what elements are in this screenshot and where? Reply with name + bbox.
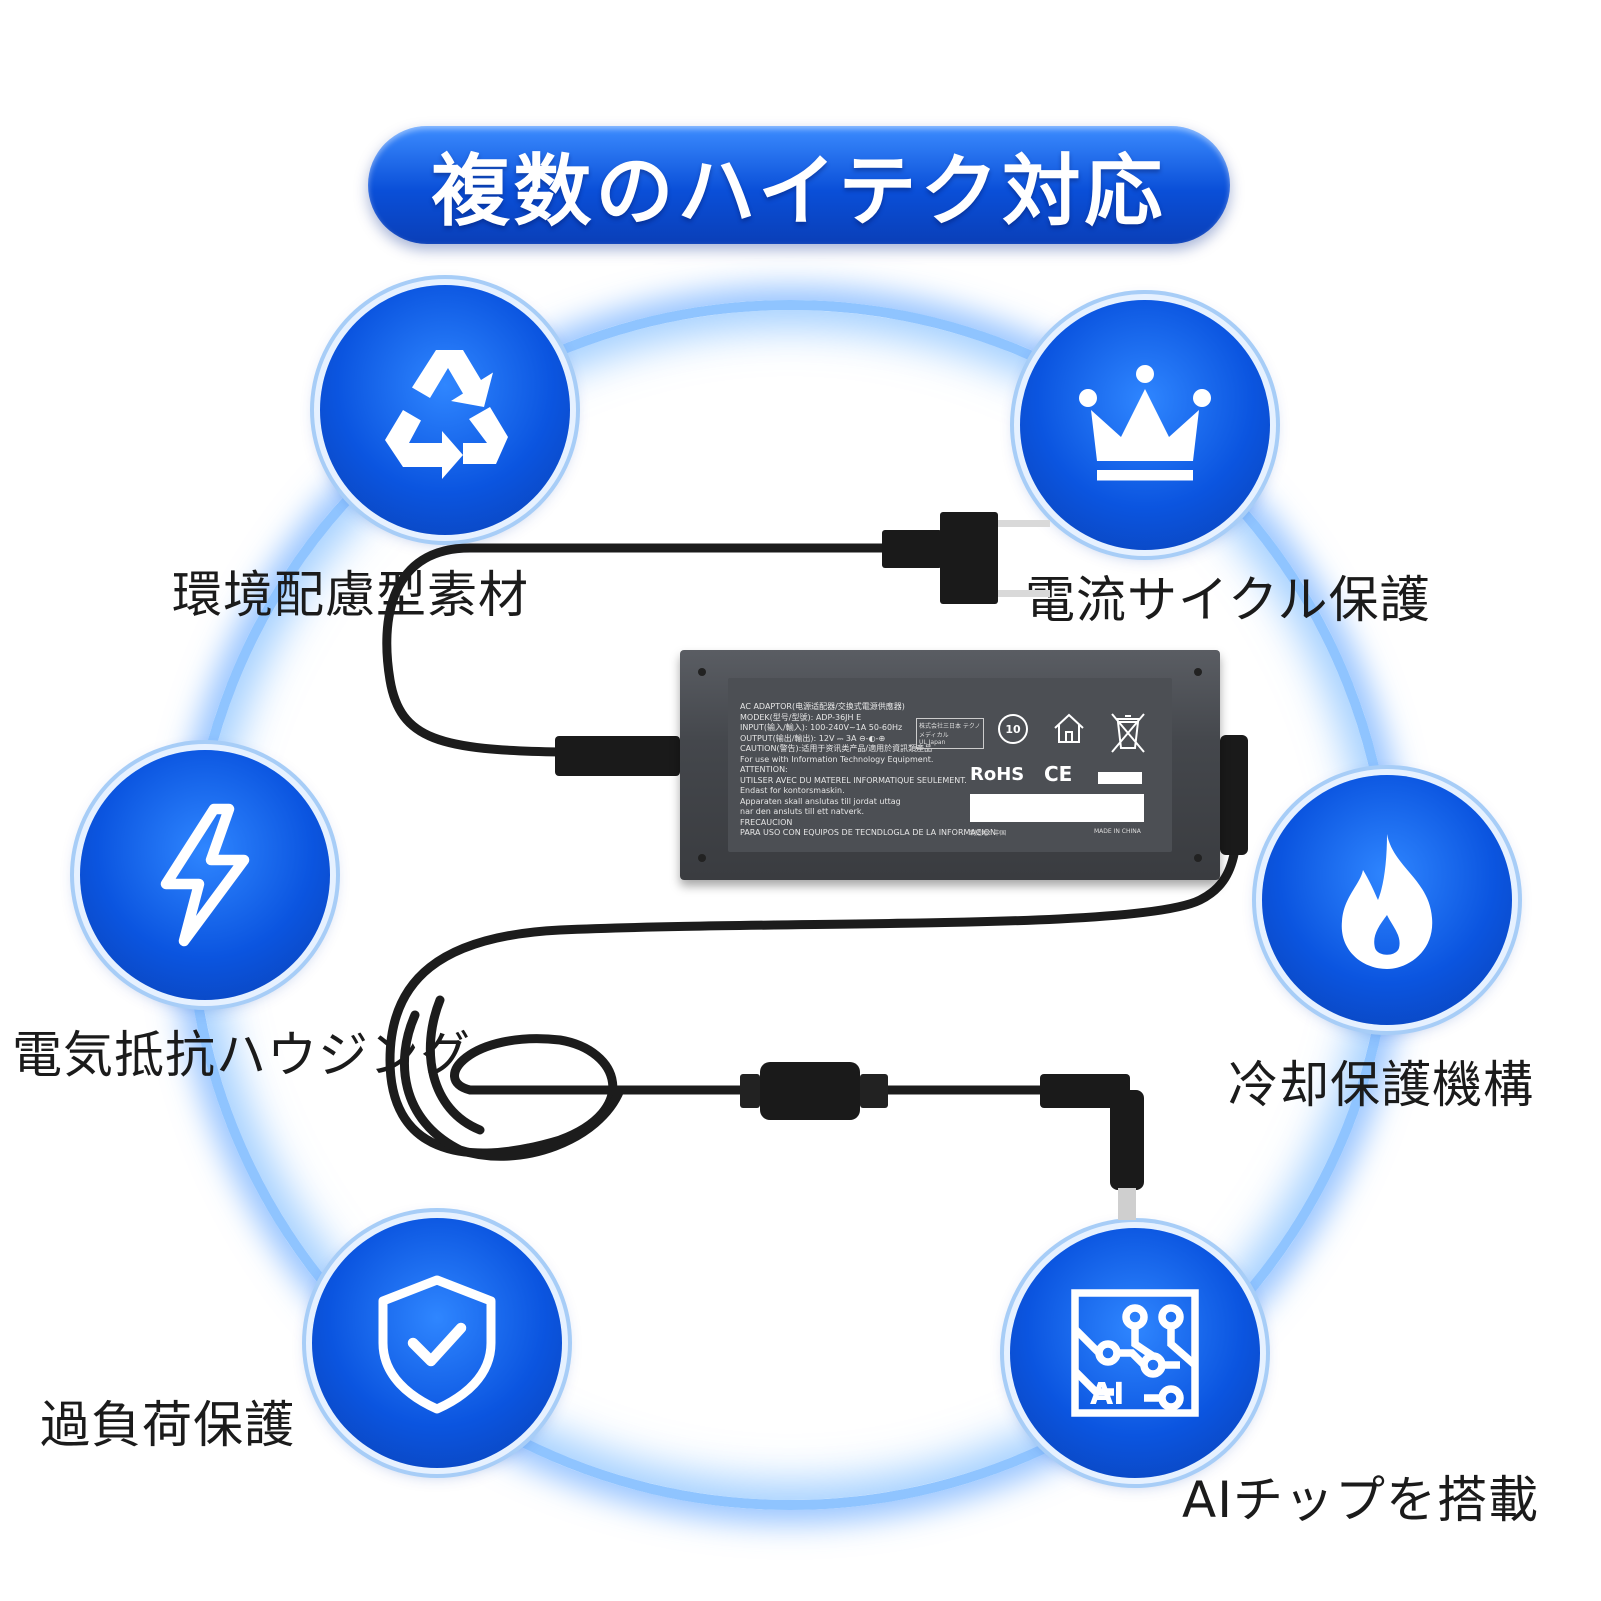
spec-label-plate <box>728 678 1172 852</box>
feature-badge-current <box>1020 300 1270 550</box>
lightning-bolt-icon <box>160 803 250 947</box>
label-box-small <box>1098 772 1142 784</box>
feature-badge-cooling <box>1262 775 1512 1025</box>
feature-badge-eco <box>320 285 570 535</box>
ac-adapter: AC ADAPTOR(电源适配器/交换式電源供應器) MODEK(型号/型號):… <box>680 650 1220 880</box>
recycle-years-mark: 10 <box>998 714 1028 744</box>
feature-label-overload: 過負荷保護 <box>40 1396 295 1454</box>
page-title: 複数のハイテク対応 <box>431 147 1167 237</box>
title-banner: 複数のハイテク対応 <box>368 126 1230 244</box>
flame-icon <box>1341 834 1433 969</box>
feature-label-eco: 環境配慮型素材 <box>172 566 529 624</box>
indoor-use-icon <box>1054 713 1084 743</box>
ferrite-core <box>760 1062 860 1120</box>
rohs-mark: RoHS <box>970 764 1025 785</box>
origin-cn: 制造地：中国 <box>970 830 1007 837</box>
label-box-large <box>970 794 1144 822</box>
recycle-icon <box>385 350 508 479</box>
feature-label-cooling: 冷却保護機構 <box>1228 1056 1534 1114</box>
crown-icon <box>1079 365 1211 481</box>
shield-check-icon <box>378 1275 496 1414</box>
feature-label-ai: AIチップを搭載 <box>1182 1471 1539 1529</box>
ac-plug <box>882 512 1050 604</box>
ai-chip-icon: AI <box>1071 1289 1199 1417</box>
feature-badge-overload <box>312 1218 562 1468</box>
ce-mark: CE <box>1044 762 1073 786</box>
ac-connector <box>555 736 680 776</box>
origin-en: MADE IN CHINA <box>1094 828 1141 835</box>
feature-badge-resistance <box>80 750 330 1000</box>
feature-label-current: 電流サイクル保護 <box>1025 571 1431 629</box>
spec-text: AC ADAPTOR(电源适配器/交换式電源供應器) MODEK(型号/型號):… <box>740 702 996 837</box>
dc-plug <box>1040 1074 1144 1220</box>
feature-badge-ai: AI <box>1010 1228 1260 1478</box>
weee-bin-icon <box>1111 713 1145 753</box>
svg-text:AI: AI <box>1090 1377 1124 1412</box>
